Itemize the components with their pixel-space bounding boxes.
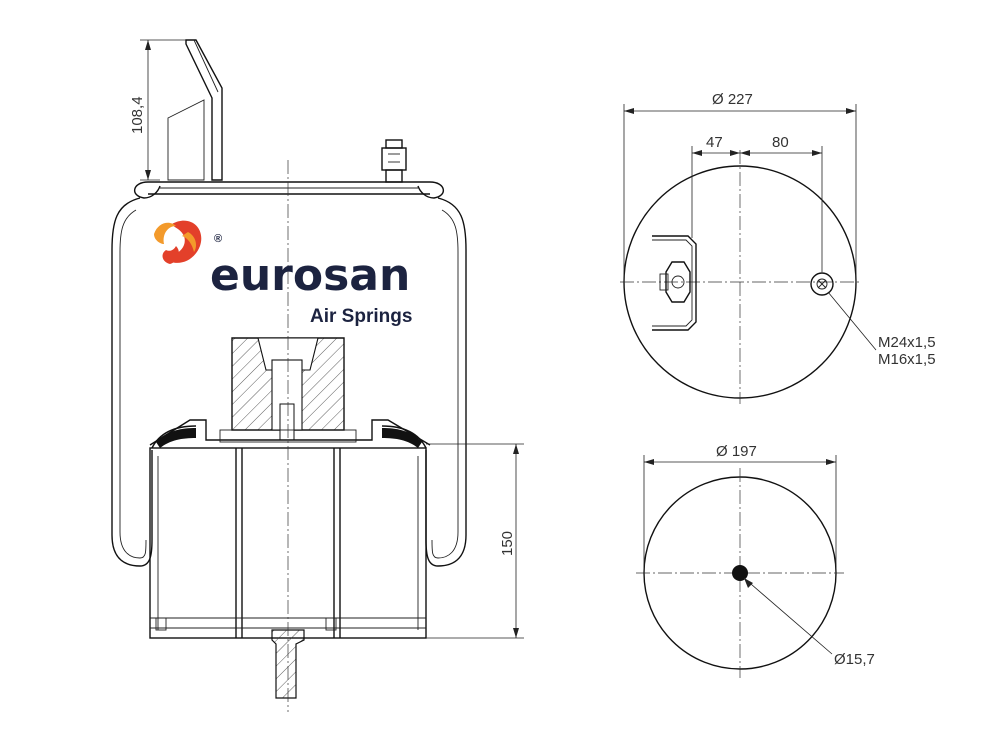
dimension-label-15-7: Ø15,7 xyxy=(834,651,875,668)
center-hole xyxy=(732,565,748,581)
dimension-label-197: Ø 197 xyxy=(716,443,757,460)
thread-label-m16: M16x1,5 xyxy=(878,351,936,368)
thread-label-m24: M24x1,5 xyxy=(878,334,936,351)
thread-hole xyxy=(810,272,834,296)
dimension-label-47: 47 xyxy=(706,134,723,151)
bottom-stud xyxy=(271,629,305,699)
piston-body xyxy=(149,447,427,639)
dimension-piston-height: 150 xyxy=(426,443,524,639)
dimension-offset-47: 47 xyxy=(691,134,740,238)
dimension-offset-80: 80 xyxy=(740,134,823,272)
dimension-top-diameter: Ø 227 xyxy=(623,91,857,282)
dimension-bottom-diameter: Ø 197 xyxy=(643,443,837,573)
top-view: Ø 227 47 80 M24x1,5 M16x1,5 xyxy=(620,91,936,404)
brand-name: eurosan xyxy=(210,250,410,301)
mounting-bracket xyxy=(167,39,223,181)
side-view: 108,4 150 ® eurosan Air Springs xyxy=(111,39,524,712)
flame-icon xyxy=(154,220,202,264)
bottom-view: Ø 197 Ø15,7 xyxy=(636,443,875,678)
dimension-label-80: 80 xyxy=(772,134,789,151)
top-fitting xyxy=(659,261,691,303)
dimension-hole: Ø15,7 xyxy=(743,577,875,668)
eurosan-logo: ® eurosan Air Springs xyxy=(154,220,412,327)
dimension-label-227: Ø 227 xyxy=(712,91,753,108)
bellows-outline xyxy=(111,197,153,567)
dimension-label-150: 150 xyxy=(499,531,516,556)
brand-tagline: Air Springs xyxy=(310,306,412,327)
air-fitting xyxy=(381,139,407,183)
top-bracket xyxy=(652,235,697,331)
dimension-bracket-height: 108,4 xyxy=(129,39,186,181)
registered-mark: ® xyxy=(214,233,222,245)
top-plate xyxy=(134,181,444,199)
thread-callout: M24x1,5 M16x1,5 xyxy=(827,291,936,368)
dimension-label-108: 108,4 xyxy=(129,96,146,134)
